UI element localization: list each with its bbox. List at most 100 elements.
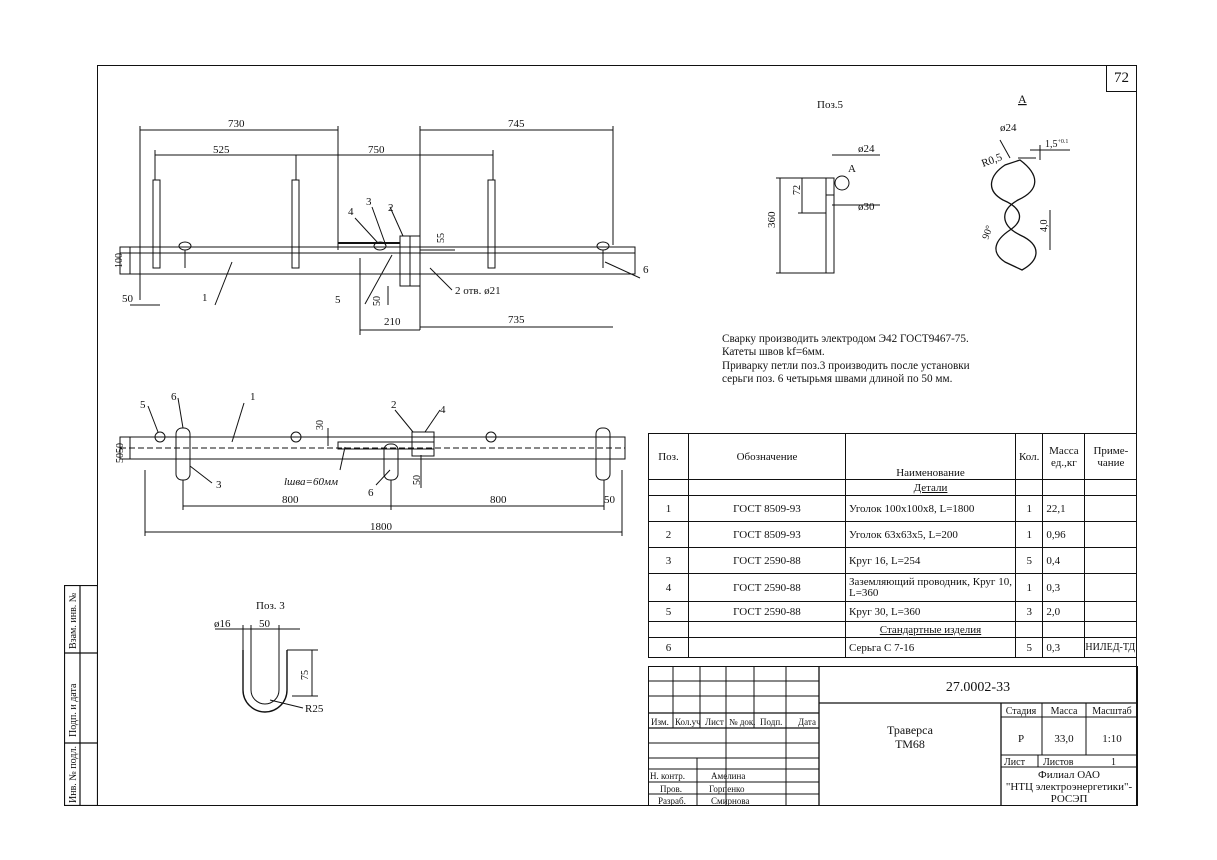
note-line-2: Катеты швов kf=6мм.: [722, 346, 825, 359]
pos5-d30: ø30: [858, 201, 875, 213]
svg-text:Лист: Лист: [705, 717, 724, 727]
spec-row: 4 ГОСТ 2590-88 Заземляющий проводник, Кр…: [648, 573, 1138, 602]
pos5-title: Поз.5: [817, 99, 844, 111]
org-line-2: "НТЦ электроэнергетики"-: [1006, 781, 1133, 793]
pos5-a: A: [848, 163, 856, 175]
mass-value: 33,0: [1054, 733, 1074, 745]
plan-dim-800a: 800: [282, 494, 299, 506]
plan-dim-800b: 800: [490, 494, 507, 506]
plan-dim-1800: 1800: [370, 521, 393, 533]
callout-3: 3: [366, 196, 372, 208]
welding-notes: Сварку производить электродом Э42 ГОСТ94…: [722, 333, 1042, 386]
document-code: 27.0002-33: [946, 680, 1010, 695]
section-a-d24: ø24: [1000, 122, 1017, 134]
scale-value: 1:10: [1102, 733, 1122, 745]
section-standard-label: Стандартные изделия: [845, 621, 1016, 638]
note-line-3: Приварку петли поз.3 производить после у…: [722, 359, 970, 372]
stud-1: [152, 179, 161, 269]
svg-text:Кол.уч: Кол.уч: [675, 717, 701, 727]
callout-2: 2: [388, 202, 394, 214]
note-line-4: серьги поз. 6 четырьмя швами длиной по 5…: [722, 372, 953, 385]
dim-50: 50: [122, 293, 134, 305]
svg-text:Стадия: Стадия: [1006, 706, 1037, 717]
plan-callout-5: 5: [140, 399, 146, 411]
pos3-d16: ø16: [214, 618, 231, 630]
pos3-loop: [242, 650, 288, 713]
org-line-3: РОСЭП: [1051, 793, 1088, 805]
callout-5: 5: [335, 294, 341, 306]
callout-1: 1: [202, 292, 208, 304]
side-stamp: Взам. инв. № Подп. и дата Инв. № подл.: [64, 585, 98, 806]
dim-55: 55: [436, 233, 447, 243]
name-gorpenko: Горпенко: [709, 784, 745, 794]
pos3-d50: 50: [259, 618, 271, 630]
plan-callout-3: 3: [216, 479, 222, 491]
section-a-d40: 4,0: [1039, 220, 1050, 233]
stamp-vz-inv: Взам. инв. №: [68, 593, 79, 649]
pos5-rod: [825, 177, 835, 274]
hdr-qty: Кол.: [1014, 433, 1044, 480]
plan-callout-2: 2: [391, 399, 397, 411]
stud-3: [487, 179, 496, 269]
svg-text:Изм.: Изм.: [651, 717, 669, 727]
dim-50b: 50: [372, 296, 383, 306]
section-row-details: Детали: [648, 479, 1138, 496]
pos3-d75: 75: [300, 670, 311, 680]
dim-735: 735: [508, 314, 525, 326]
page-number: 72: [1106, 65, 1136, 92]
svg-text:Масса: Масса: [1051, 706, 1078, 717]
spec-row: 1 ГОСТ 8509-93 Уголок 100х100х8, L=1800 …: [648, 495, 1138, 522]
stamp-inv-podl: Инв. № подл.: [68, 746, 79, 803]
dim-730: 730: [228, 118, 245, 130]
dim-210: 210: [384, 316, 401, 328]
plan-dim-5050: 5050: [115, 443, 126, 463]
org-line-1: Филиал ОАО: [1038, 769, 1100, 781]
section-profile: [990, 159, 1037, 271]
weld-length: lшва=60мм: [284, 476, 338, 488]
name-amelina: Амелина: [711, 771, 745, 781]
title-block: Изм. Кол.уч Лист № док. Подп. Дата Н. ко…: [648, 666, 1138, 806]
plan-dim-50r: 50: [604, 494, 616, 506]
plan-callout-6b: 6: [368, 487, 374, 499]
specification-table: Поз. Обозначение Наименование Кол. Масса…: [648, 433, 1138, 658]
spec-row: 3 ГОСТ 2590-88 Круг 16, L=254 5 0,4: [648, 547, 1138, 574]
spec-row: 6 Серьга С 7-16 5 0,3 НИЛЕД-ТД: [648, 637, 1138, 658]
role-razrab: Разраб.: [658, 796, 686, 806]
note-line-1: Сварку производить электродом Э42 ГОСТ94…: [722, 333, 969, 345]
hdr-designation: Обозначение: [688, 433, 846, 480]
pos3-title: Поз. 3: [256, 600, 285, 612]
section-details-label: Детали: [845, 479, 1016, 496]
stud-2: [291, 179, 300, 269]
spec-row: 5 ГОСТ 2590-88 Круг 30, L=360 3 2,0: [648, 601, 1138, 622]
dim-745: 745: [508, 118, 525, 130]
dim-525: 525: [213, 144, 230, 156]
section-a-title: A: [1018, 92, 1027, 106]
dim-750: 750: [368, 144, 385, 156]
product-code: ТМ68: [895, 737, 925, 751]
hdr-pos: Поз.: [648, 433, 689, 480]
spec-row: 2 ГОСТ 8509-93 Уголок 63х63х5, L=200 1 0…: [648, 521, 1138, 548]
stamp-podp-data: Подп. и дата: [68, 683, 79, 737]
pos5-d360: 360: [766, 211, 778, 228]
section-row-standard: Стандартные изделия: [648, 621, 1138, 638]
svg-text:Подп.: Подп.: [760, 717, 782, 727]
plan-dim-30: 30: [315, 420, 326, 430]
section-a-angle: 90°: [980, 224, 995, 241]
svg-text:Дата: Дата: [798, 717, 816, 727]
pos5-d72: 72: [792, 185, 803, 195]
hdr-mass: Масса ед.,кг: [1042, 433, 1086, 480]
callout-4: 4: [348, 206, 354, 218]
section-a-d15: 1,5+0.1: [1045, 139, 1068, 150]
name-smirnova: Смирнова: [711, 796, 749, 806]
spec-header-row: Поз. Обозначение Наименование Кол. Масса…: [648, 433, 1138, 480]
role-prov: Пров.: [660, 784, 682, 794]
svg-text:Лист: Лист: [1004, 757, 1026, 768]
dim-100: 100: [114, 253, 125, 268]
sheets-value: 1: [1111, 757, 1116, 768]
holes-label: 2 отв. ø21: [455, 285, 501, 297]
callout-6: 6: [643, 264, 649, 276]
product-name: Траверса: [887, 723, 934, 737]
pos5-d24: ø24: [858, 143, 875, 155]
hdr-name: Наименование: [845, 433, 1016, 480]
svg-text:№ док.: № док.: [729, 717, 756, 727]
